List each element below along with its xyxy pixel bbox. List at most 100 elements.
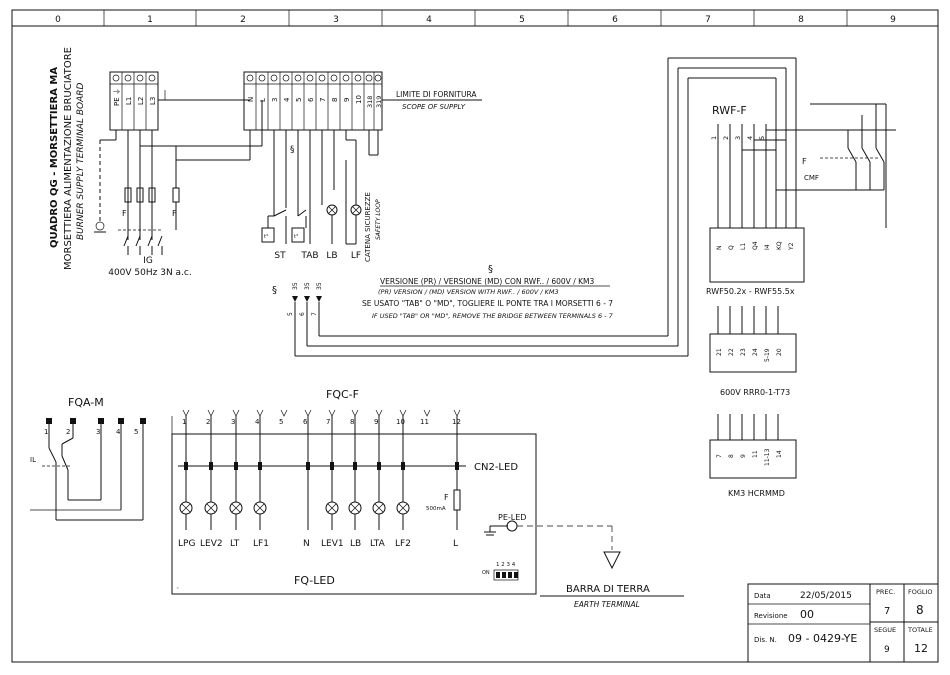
- km3-pin-4: 11-13: [764, 448, 771, 466]
- tab-sensor-box: [291, 227, 305, 243]
- rrr-pin-5: 20: [776, 348, 783, 356]
- note-line2-en: IF USED "TAB" OR "MD", REMOVE THE BRIDGE…: [372, 312, 614, 320]
- device-lb: LB: [326, 251, 337, 261]
- rwf-box-label: RWF50.2x - RWF55.5x: [706, 287, 795, 296]
- fq-led-board: [171, 433, 537, 595]
- dip-on: ON: [482, 570, 490, 576]
- lamp-lf2: LF2: [395, 539, 411, 549]
- rterm-n: N: [247, 97, 255, 102]
- tb-prec-label: PREC.: [876, 588, 895, 596]
- scope-of-supply: LIMITE DI FORNITURA SCOPE OF SUPPLY: [382, 90, 482, 111]
- conn-35-c: 35: [316, 282, 323, 290]
- rwf-pin-2: 2: [722, 136, 730, 140]
- rrr-pin-2: 23: [740, 348, 747, 356]
- lamp-lf1: LF1: [253, 539, 269, 549]
- rterm-6: 6: [307, 97, 315, 102]
- tab-box-label: t°: [294, 234, 299, 240]
- fqc-pin-5: 5: [279, 418, 283, 426]
- fqa-pin-4: 4: [116, 428, 121, 436]
- fqc-pin-4: 4: [255, 418, 260, 426]
- rwf-title: RWF-F: [712, 104, 747, 117]
- fqc-pin-10: 10: [396, 418, 405, 426]
- tb-prec-value: 7: [884, 606, 890, 617]
- fqc-pin-6: 6: [303, 418, 308, 426]
- grid-col-9: 9: [890, 15, 896, 25]
- conn-num-5: 5: [287, 312, 294, 316]
- note-line2: SE USATO "TAB" O "MD", TOGLIERE IL PONTE…: [362, 299, 613, 308]
- earth-terminal: BARRA DI TERRA EARTH TERMINAL: [540, 584, 684, 609]
- grid-col-2: 2: [240, 15, 246, 25]
- rrr-label: 600V RRR0-1-T73: [720, 388, 790, 397]
- supply-label: 400V 50Hz 3N a.c.: [108, 268, 192, 278]
- fqa-pin-5: 5: [134, 428, 138, 436]
- grid-col-8: 8: [798, 15, 804, 25]
- fqc-fuse-label: F: [444, 493, 449, 502]
- rrr-box: [709, 333, 797, 373]
- rwf-pin-3: 3: [734, 136, 742, 140]
- lamp-lt: LT: [230, 539, 240, 549]
- tb-data-label: Data: [754, 592, 771, 600]
- cn2-led-label: CN2-LED: [474, 462, 518, 473]
- scope-label: LIMITE DI FORNITURA: [396, 90, 477, 99]
- device-tab: TAB: [300, 251, 318, 261]
- fqc-fuse-rating: 500mA: [426, 506, 446, 512]
- rterm-7: 7: [319, 98, 327, 102]
- left-term-l3: L3: [149, 97, 157, 105]
- rwf-box-pin-3: Q4: [752, 241, 759, 250]
- km3-pin-0: 7: [716, 454, 723, 458]
- tb-segue-label: SEGUE: [874, 626, 896, 634]
- device-st: ST: [274, 251, 286, 261]
- fuse-l1: [124, 187, 132, 203]
- km3-pin-2: 9: [740, 454, 747, 458]
- fqa-pin-1: 1: [44, 428, 48, 436]
- rterm-10: 10: [355, 95, 363, 104]
- tb-totale-label: TOTALE: [907, 626, 933, 634]
- fqa-m-module: FQA-M 1 2 3 4 5 IL: [30, 396, 146, 521]
- conn-num-6: 6: [299, 312, 306, 316]
- lamp-lb: LB: [350, 539, 361, 549]
- tb-dis-value: 09 - 0429-YE: [788, 632, 857, 645]
- km3-label: KM3 HCRMMD: [728, 489, 785, 498]
- rwf-box-pin-5: KQ: [776, 241, 783, 250]
- grid-col-5: 5: [519, 15, 525, 25]
- tb-data-value: 22/05/2015: [800, 591, 852, 601]
- km3-pin-1: 8: [728, 454, 735, 458]
- km3-module: 7 8 9 11 11-13 14 KM3 HCRMMD: [709, 414, 797, 498]
- lamp-lev2: LEV2: [200, 539, 223, 549]
- fuse-l2: [136, 187, 144, 203]
- rwf-box-pin-6: Y2: [788, 242, 795, 251]
- fqa-il-label: IL: [30, 456, 36, 464]
- km3-pin-5: 14: [776, 450, 783, 458]
- fqc-pin-8: 8: [350, 418, 354, 426]
- lamp-lta: LTA: [370, 539, 386, 549]
- note-line1: VERSIONE (PR) / VERSIONE (MD) CON RWF.. …: [380, 277, 595, 286]
- grid-col-3: 3: [333, 15, 339, 25]
- rrr-module: 21 22 23 24 5-19 20 600V RRR0-1-T73: [709, 306, 797, 397]
- fuse-aux: [172, 187, 180, 203]
- rterm-l: L: [259, 98, 267, 102]
- cmf-label: CMF: [804, 174, 819, 182]
- feed-wiring: F: [140, 90, 263, 230]
- fqc-pin-2: 2: [206, 418, 210, 426]
- conn-35-b: 35: [304, 282, 311, 290]
- rrr-pin-1: 22: [728, 348, 735, 356]
- grid-col-1: 1: [147, 15, 153, 25]
- section-mark: §: [290, 145, 295, 155]
- tb-totale-value: 12: [914, 642, 928, 655]
- fqa-title: FQA-M: [68, 396, 104, 409]
- fqc-pin-11: 11: [420, 418, 429, 426]
- connector-5-6-7: 35 35 35 5 6 7: [287, 57, 797, 357]
- title-block: Data 22/05/2015 Revisione 00 Dis. N. 09 …: [747, 583, 939, 663]
- rrr-pin-0: 21: [716, 348, 723, 356]
- st-box-label: t°: [264, 234, 269, 240]
- chain-label: CATENA SICUREZZE: [364, 192, 372, 262]
- rwf-box-pin-0: N: [716, 246, 723, 251]
- version-notes: § VERSIONE (PR) / VERSIONE (MD) CON RWF.…: [272, 264, 614, 320]
- board-corner-mark: ◦: [176, 585, 180, 592]
- fqc-fuse: [453, 489, 461, 511]
- note-line1-en: (PR) VERSION / (MD) VERSION WITH RWF.. /…: [378, 288, 559, 296]
- fqa-pin-2: 2: [66, 428, 70, 436]
- scope-label-en: SCOPE OF SUPPLY: [402, 103, 466, 111]
- earth-label: BARRA DI TERRA: [566, 584, 650, 595]
